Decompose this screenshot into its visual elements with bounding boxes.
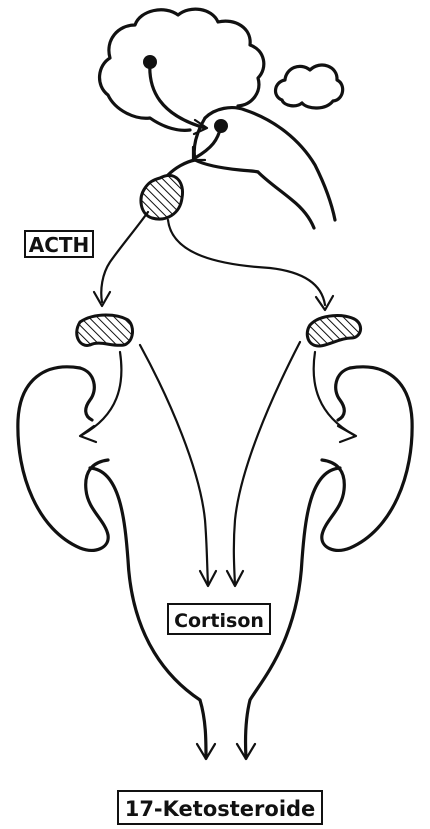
adrenal-cortison-arrow-right [234,342,300,585]
adrenal-kidney-arrow-left [82,352,121,435]
acth-path-left [101,212,148,302]
brain-outline [100,9,264,130]
adrenal-kidney-arrow-right [314,352,354,435]
adrenal-cortison-arrow-left [140,345,208,585]
stalk-outline [195,160,258,172]
acth-label: ACTH [29,233,90,257]
adrenal-gland-left [77,315,133,345]
ketosteroide-label: 17-Ketosteroide [125,797,316,821]
pituitary-stalk [168,160,195,175]
cortex-neuron-arrow [150,62,205,128]
cortison-label: Cortison [174,610,264,632]
adrenal-gland-right [307,316,360,346]
brainstem-inner [258,172,314,228]
arrowhead [338,426,356,442]
cerebellum-outline [276,65,343,108]
kidney-right-inner [336,368,350,420]
kidney-left-inner [80,368,94,420]
acth-path-right [168,220,325,305]
